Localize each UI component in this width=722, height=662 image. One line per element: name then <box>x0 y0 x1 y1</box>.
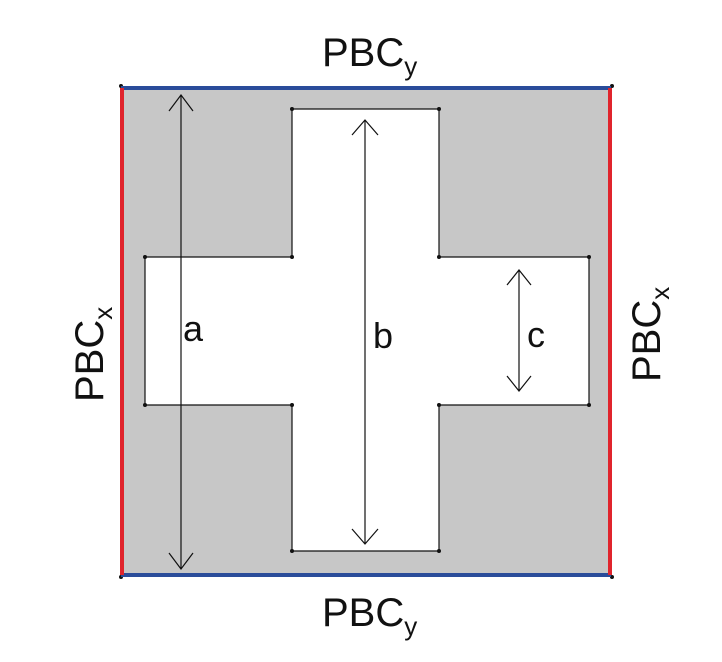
dimension-arrow-c <box>506 269 532 392</box>
pbc-x-left-label-main: PBC <box>68 320 112 402</box>
pbc-y-bottom-label-subscript: y <box>404 611 417 641</box>
pbc-x-right-label-main: PBC <box>625 300 669 382</box>
pbc-x-left-label: PBCx <box>68 307 118 402</box>
dimension-arrow-b <box>351 119 379 545</box>
pbc-x-right-label-subscript: x <box>645 287 675 300</box>
dimension-label-b: b <box>373 315 393 356</box>
pbc-y-bottom-label-main: PBC <box>322 591 404 635</box>
pbc-y-bottom-label: PBCy <box>322 591 417 641</box>
pbc-y-top-label-subscript: y <box>404 51 417 81</box>
dimension-label-a: a <box>183 308 204 349</box>
pbc-y-top-label: PBCy <box>322 31 417 81</box>
pbc-x-left-label-subscript: x <box>88 307 118 320</box>
dimension-label-c: c <box>527 314 545 355</box>
pbc-x-right-label: PBCx <box>625 287 675 382</box>
dimension-arrow-a <box>168 94 194 570</box>
pbc-y-top-label-main: PBC <box>322 31 404 75</box>
